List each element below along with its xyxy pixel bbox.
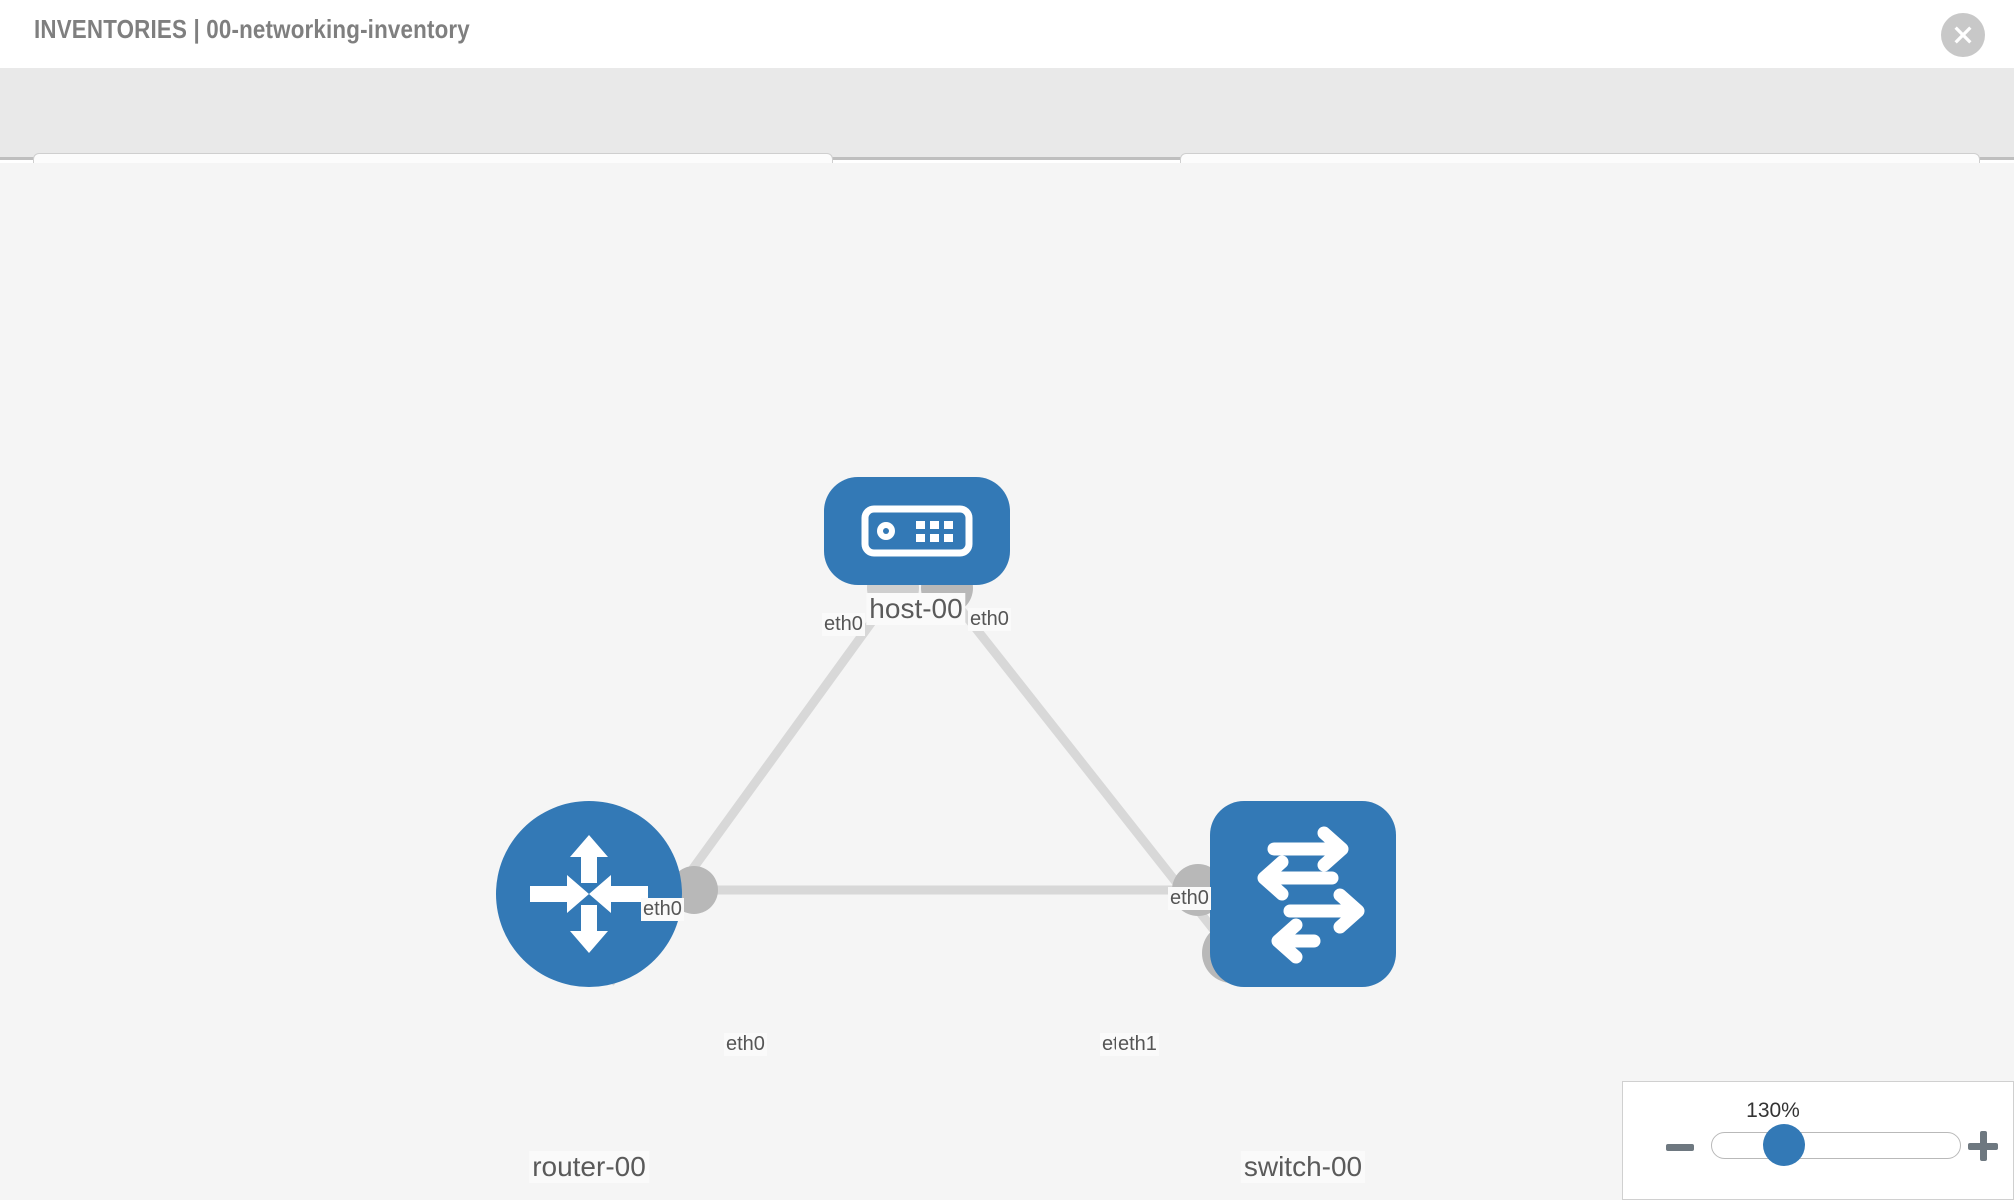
zoom-level-value: 130% bbox=[1746, 1099, 1800, 1122]
zoom-in-button[interactable] bbox=[1968, 1131, 1998, 1161]
edge-label-switch-left-b: eth1 bbox=[1116, 1033, 1159, 1056]
node-label-router-00: router-00 bbox=[529, 1151, 649, 1183]
zoom-out-button[interactable] bbox=[1666, 1144, 1694, 1151]
toolbar: ACTIONS SEARCH bbox=[0, 68, 2014, 211]
topology-canvas[interactable]: host-00 router-00 switch-00 eth0 eth0 et… bbox=[0, 163, 2014, 1200]
edge-label-switch-up: eth0 bbox=[1168, 887, 1211, 910]
edge-label-host-left: eth0 bbox=[822, 613, 865, 636]
zoom-control-panel: 130% bbox=[1622, 1081, 2014, 1200]
server-icon bbox=[861, 505, 973, 557]
edge-label-router-right: eth0 bbox=[724, 1033, 767, 1056]
close-icon[interactable] bbox=[1941, 13, 1985, 57]
node-label-host-00: host-00 bbox=[866, 593, 966, 625]
switch-arrows-icon bbox=[1257, 826, 1365, 964]
node-label-switch-00: switch-00 bbox=[1240, 1151, 1366, 1183]
page-title: INVENTORIES | 00-networking-inventory bbox=[34, 14, 470, 44]
router-arrows-icon bbox=[530, 835, 648, 953]
edge-label-router-up: eth0 bbox=[641, 898, 684, 921]
zoom-slider-track[interactable] bbox=[1711, 1132, 1961, 1159]
topology-edges bbox=[606, 562, 1262, 986]
page-header: INVENTORIES | 00-networking-inventory bbox=[0, 0, 2014, 68]
zoom-slider-thumb[interactable] bbox=[1763, 1124, 1805, 1166]
edge-label-host-right: eth0 bbox=[968, 608, 1011, 631]
